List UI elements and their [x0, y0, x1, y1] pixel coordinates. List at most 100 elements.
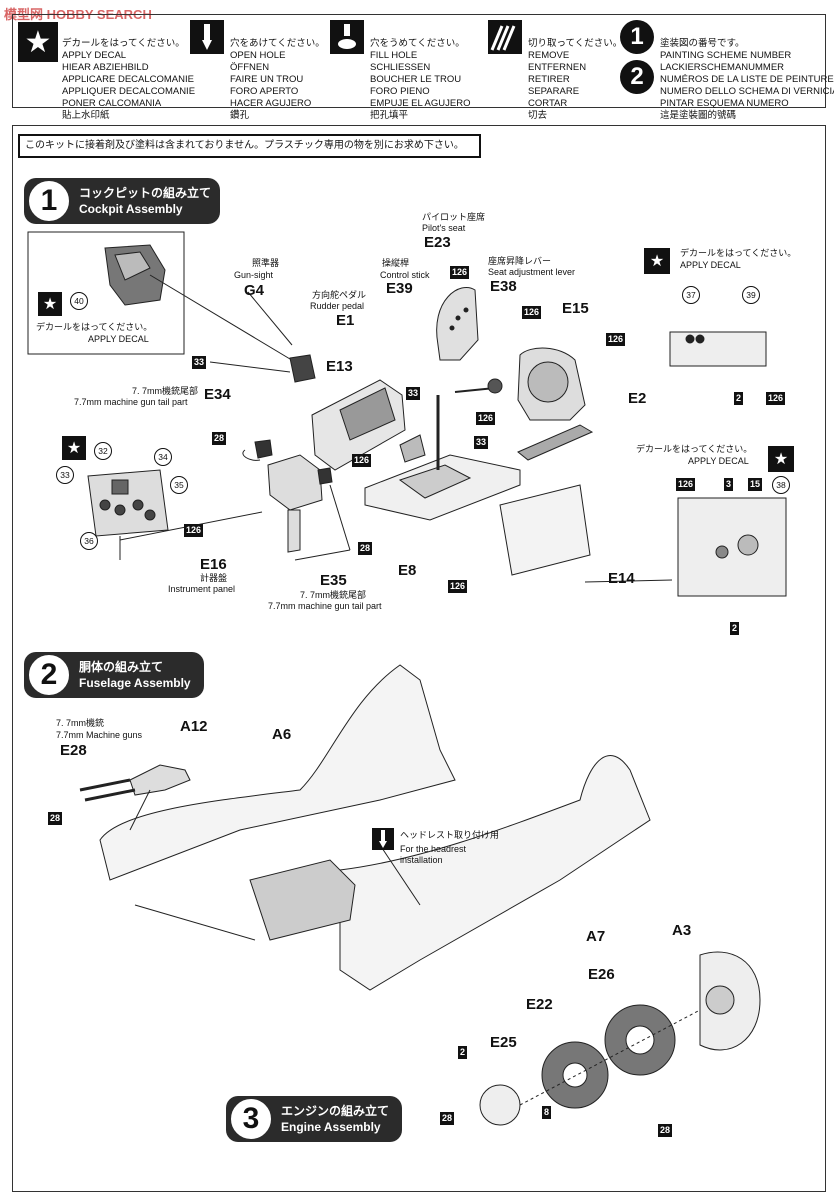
color-code-126: 126 — [450, 266, 470, 279]
stick-en: Control stick — [380, 270, 430, 280]
color-code-126: 126 — [606, 333, 626, 346]
drill-icon-headrest — [372, 828, 394, 850]
color-code-33: 33 — [474, 436, 489, 449]
part-a7: A7 — [586, 928, 606, 945]
step-1-title-jp: コックピットの組み立て — [79, 186, 212, 200]
step-2-header: 2 胴体の組み立て Fuselage Assembly — [24, 652, 204, 698]
color-code-28: 28 — [358, 542, 373, 555]
step-3-title-en: Engine Assembly — [281, 1120, 381, 1134]
color-code-3: 3 — [724, 478, 734, 491]
part-e35: E35 — [320, 572, 347, 589]
decal-note-3-en: APPLY DECAL — [688, 456, 749, 466]
part-e16: E16 — [200, 556, 227, 573]
decal-note-jp: デカールをはってください。 — [36, 322, 153, 332]
fill-hole-icon — [330, 20, 364, 54]
color-code-126: 126 — [352, 454, 372, 467]
color-code-2: 2 — [730, 622, 740, 635]
decal-35: 35 — [170, 476, 188, 494]
legend-box — [12, 14, 826, 108]
decal-37: 37 — [682, 286, 700, 304]
part-e13: E13 — [326, 358, 353, 375]
color-code-2: 2 — [734, 392, 744, 405]
part-e34: E34 — [204, 386, 231, 403]
tail-e34-en: 7.7mm machine gun tail part — [74, 397, 188, 407]
decal-38: 38 — [772, 476, 790, 494]
scheme-1-icon: 1 — [620, 20, 654, 54]
part-a6: A6 — [272, 726, 292, 743]
color-code-126: 126 — [448, 580, 468, 593]
color-code-33: 33 — [406, 387, 421, 400]
color-code-126: 126 — [476, 412, 496, 425]
part-e23: E23 — [424, 234, 451, 251]
part-e38: E38 — [490, 278, 517, 295]
color-code-126: 126 — [676, 478, 696, 491]
decal-36: 36 — [80, 532, 98, 550]
seat-en: Pilot's seat — [422, 223, 466, 233]
part-e1: E1 — [336, 312, 355, 329]
step-2-title-jp: 胴体の組み立て — [79, 660, 164, 674]
decal-34: 34 — [154, 448, 172, 466]
step-2-title-en: Fuselage Assembly — [79, 676, 191, 690]
headrest-en-2: installation — [400, 855, 443, 865]
decal-note-2-en: APPLY DECAL — [680, 260, 741, 270]
decal-star-icon: ★ — [38, 292, 62, 316]
decal-note-en: APPLY DECAL — [88, 334, 149, 344]
cut-icon — [488, 20, 522, 54]
part-e14: E14 — [608, 570, 635, 587]
step-3-title-jp: エンジンの組み立て — [281, 1104, 390, 1118]
color-code-28: 28 — [440, 1112, 455, 1125]
tail-e35-jp: 7. 7mm機銃尾部 — [300, 590, 367, 600]
part-e26: E26 — [588, 966, 615, 983]
notice-bar: このキットに接着剤及び塗料は含まれておりません。プラスチック専用の物を別にお求め… — [18, 134, 481, 158]
part-e15: E15 — [562, 300, 589, 317]
decal-32: 32 — [94, 442, 112, 460]
decal-star-icon-2: ★ — [644, 248, 670, 274]
part-e8: E8 — [398, 562, 417, 579]
scheme-2-icon: 2 — [620, 60, 654, 94]
color-code-8: 8 — [542, 1106, 552, 1119]
decal-40: 40 — [70, 292, 88, 310]
step-3-number: 3 — [229, 1097, 273, 1141]
decal-39: 39 — [742, 286, 760, 304]
part-e2: E2 — [628, 390, 647, 407]
part-a12: A12 — [180, 718, 208, 735]
seat-jp: パイロット座席 — [422, 212, 486, 222]
guns-en: 7.7mm Machine guns — [56, 730, 143, 740]
decal-note-3-jp: デカールをはってください。 — [636, 444, 753, 454]
color-code-28: 28 — [48, 812, 63, 825]
color-code-2: 2 — [458, 1046, 468, 1059]
color-code-126: 126 — [184, 524, 204, 537]
headrest-en-1: For the headrest — [400, 844, 467, 854]
gunsight-jp: 照準器 — [252, 258, 280, 268]
color-code-28: 28 — [212, 432, 227, 445]
part-e25: E25 — [490, 1034, 517, 1051]
step-2-number: 2 — [27, 653, 71, 697]
guns-jp: 7. 7mm機銃 — [56, 718, 105, 728]
step-3-header: 3 エンジンの組み立て Engine Assembly — [226, 1096, 402, 1142]
decal-star-icon-4: ★ — [62, 436, 86, 460]
color-code-15: 15 — [748, 478, 763, 491]
lever-en: Seat adjustment lever — [488, 267, 576, 277]
part-e22: E22 — [526, 996, 553, 1013]
main-frame — [12, 125, 826, 1192]
panel-en: Instrument panel — [168, 584, 236, 594]
rudder-en: Rudder pedal — [310, 301, 365, 311]
panel-jp: 計器盤 — [200, 573, 228, 583]
drill-icon — [190, 20, 224, 54]
lever-jp: 座席昇降レバー — [488, 256, 552, 266]
decal-note-2-jp: デカールをはってください。 — [680, 248, 797, 258]
color-code-126: 126 — [522, 306, 542, 319]
star-icon: ★ — [18, 22, 58, 62]
step-1-number: 1 — [27, 179, 71, 223]
color-code-28: 28 — [658, 1124, 673, 1137]
tail-e35-en: 7.7mm machine gun tail part — [268, 601, 382, 611]
color-code-33: 33 — [192, 356, 207, 369]
rudder-jp: 方向舵ペダル — [312, 290, 367, 300]
color-code-126: 126 — [766, 392, 786, 405]
